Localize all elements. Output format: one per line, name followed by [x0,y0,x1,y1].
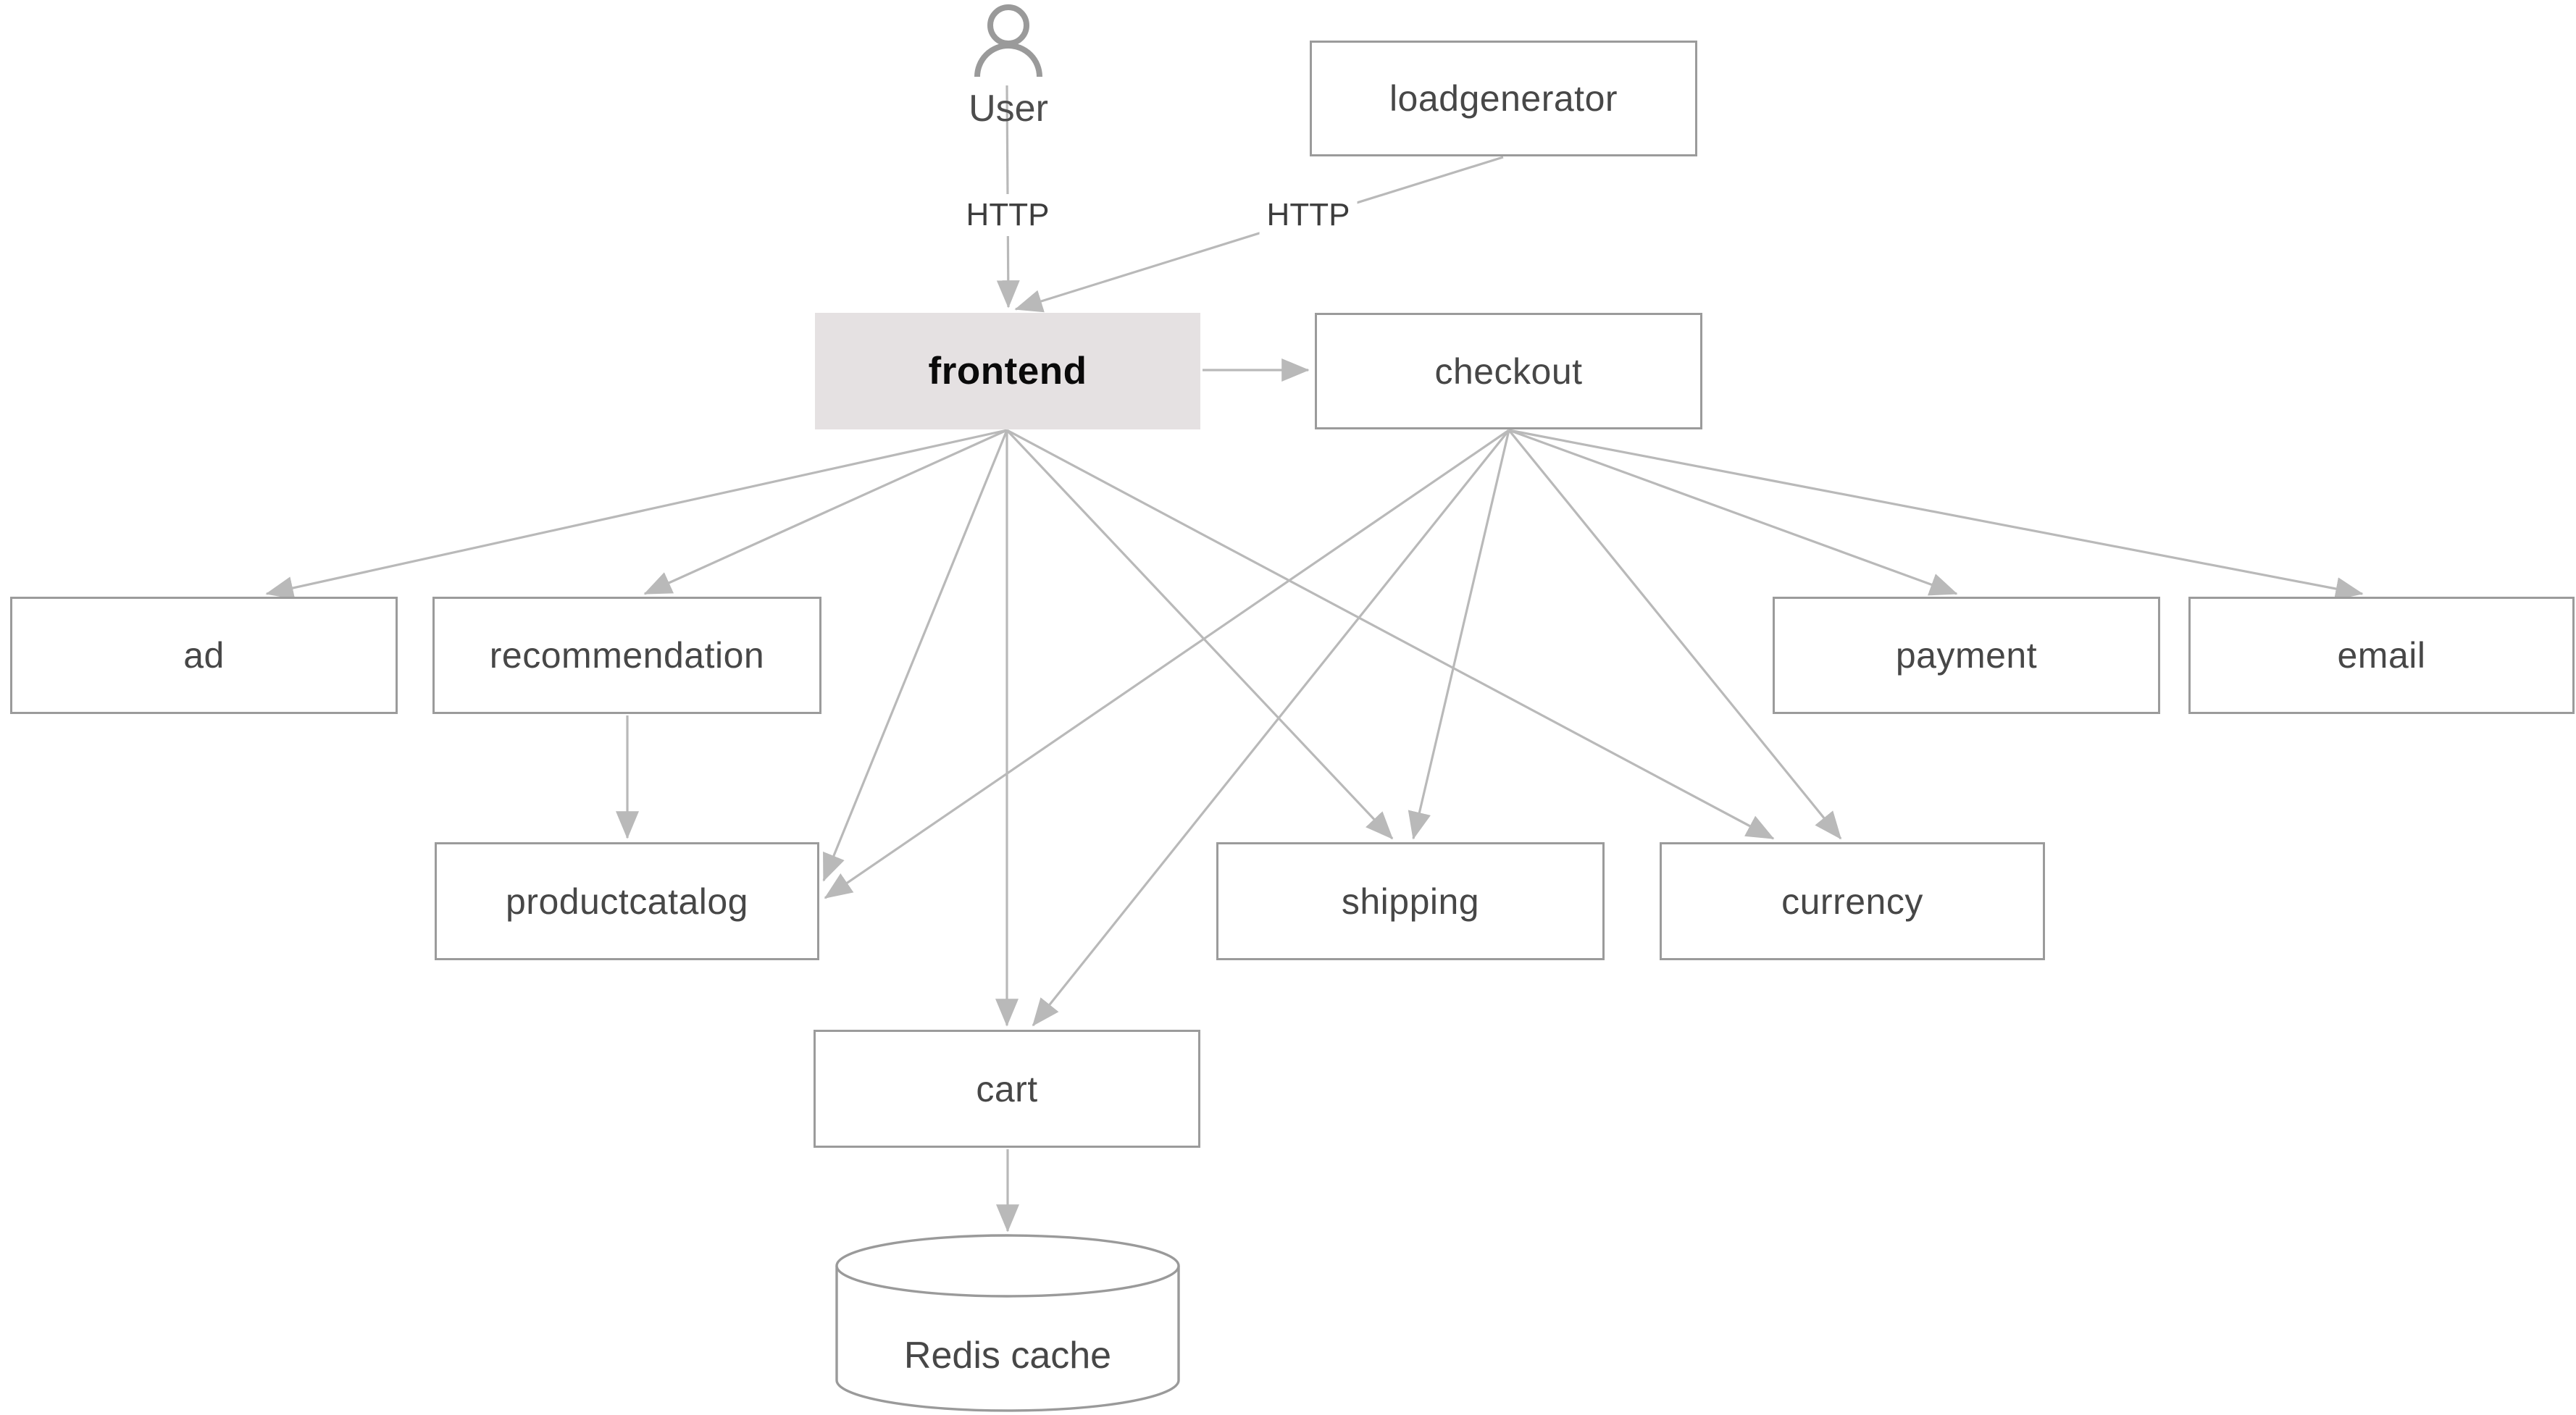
node-label: cart [976,1068,1038,1109]
node-payment: payment [1773,597,2160,714]
node-productcatalog: productcatalog [435,842,819,960]
node-label: ad [183,635,225,676]
edge-checkout-email [1508,429,2364,600]
edge-checkout-cart [1032,429,1510,1027]
edge-frontend-ad [265,429,1008,600]
cylinder-body [835,1266,1180,1412]
edge-loadgenerator-frontend [1014,156,1504,313]
node-loadgenerator: loadgenerator [1310,41,1697,156]
node-label: email [2337,635,2426,676]
node-redis [835,1234,1180,1412]
edge-checkout-currency [1507,429,1842,840]
edge-checkout-payment [1508,429,1958,596]
edge-frontend-recommendation [643,429,1008,595]
node-ad: ad [10,597,398,714]
edge-frontend-productcatalog [822,429,1008,882]
redis-label: Redis cache [903,1335,1112,1377]
node-label: payment [1895,635,2038,676]
edge-frontend-currency [1006,429,1775,840]
node-label: productcatalog [505,881,748,922]
node-frontend: frontend [815,313,1200,429]
node-recommendation: recommendation [432,597,821,714]
node-user: User [949,4,1068,130]
node-label: currency [1781,881,1923,922]
edge-frontend-shipping [1005,429,1394,840]
node-cart: cart [814,1030,1200,1148]
node-label: checkout [1434,350,1583,392]
node-currency: currency [1660,842,2045,960]
edge-label-http-user: HTTP [958,194,1057,236]
node-label: frontend [928,350,1087,392]
node-label: shipping [1341,881,1480,922]
user-label: User [969,88,1048,130]
edge-checkout-shipping [1408,429,1510,840]
edge-label-http-loadgenerator: HTTP [1259,194,1358,236]
edge-checkout-productcatalog [824,429,1510,899]
node-checkout: checkout [1315,313,1702,429]
node-label: recommendation [489,635,765,676]
node-label: loadgenerator [1389,78,1618,119]
user-icon [974,4,1042,77]
node-shipping: shipping [1216,842,1605,960]
cylinder-top [835,1234,1180,1298]
node-email: email [2188,597,2575,714]
